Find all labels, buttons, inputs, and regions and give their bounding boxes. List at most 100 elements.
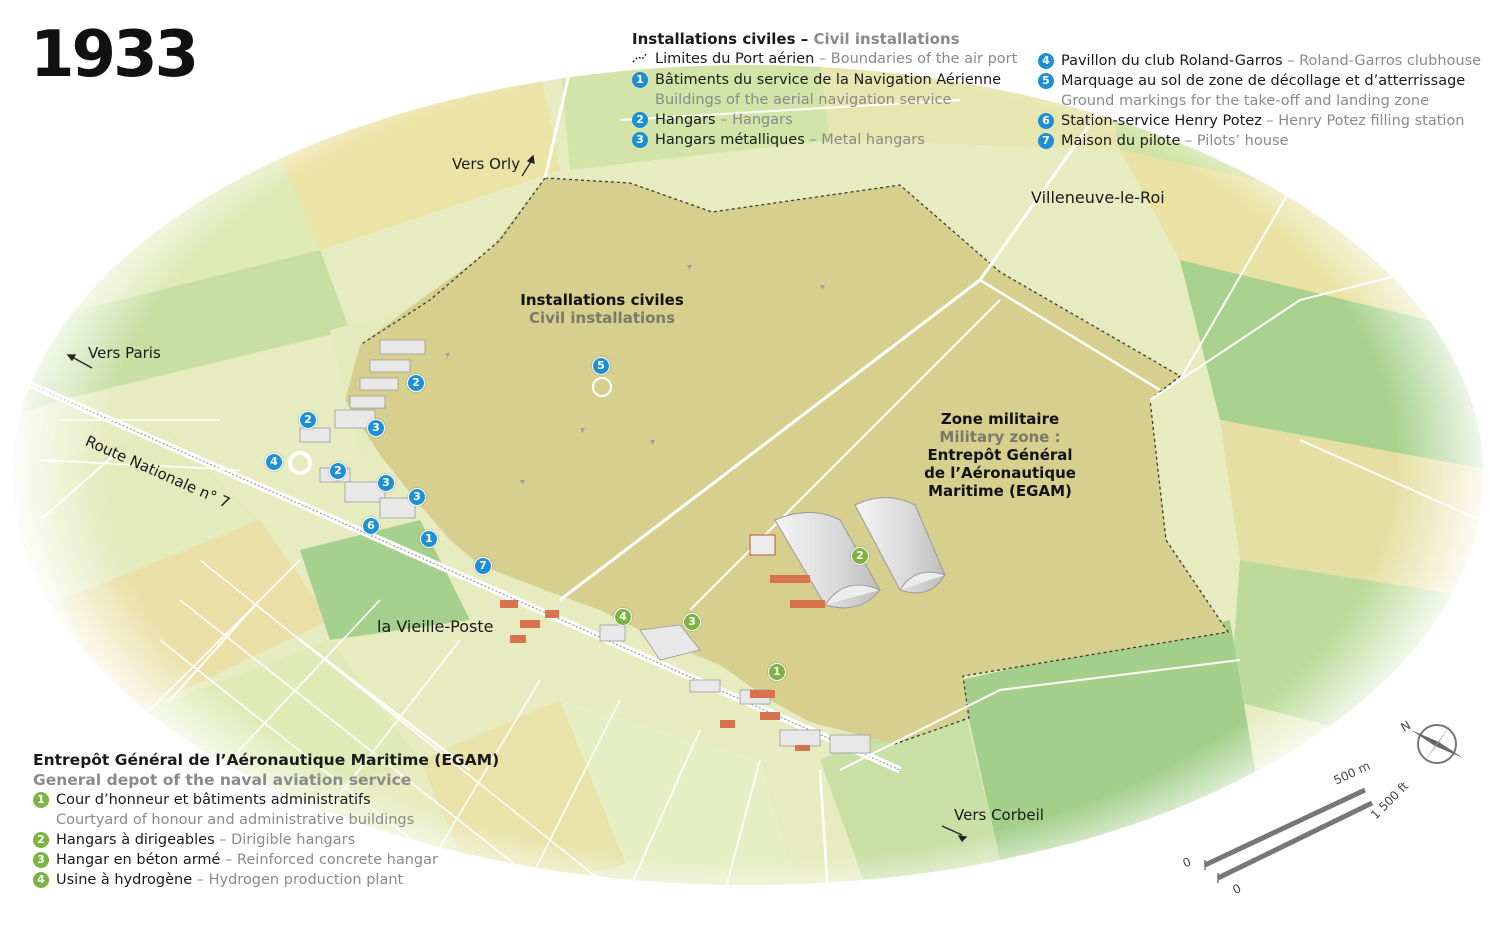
civil-legend-title: Installations civiles – Civil installati… <box>632 29 1017 49</box>
zone-military-en: Military zone : <box>939 428 1061 446</box>
civil-item-6-sep: – <box>1261 113 1279 129</box>
badge-blue-5: 5 <box>1038 73 1054 89</box>
label-vers-orly: Vers Orly <box>452 155 521 173</box>
zone-military-label: Zone militaire Military zone : Entrepôt … <box>880 410 1120 500</box>
civil-item-3-sep: – <box>804 132 822 148</box>
civil-legend-title-sep: – <box>795 30 814 48</box>
civil-item-2-en: Hangars <box>732 112 793 128</box>
badge-blue-1: 1 <box>632 72 648 88</box>
map-marker-egam-4: 4 <box>614 608 632 626</box>
badge-blue-7: 7 <box>1038 133 1054 149</box>
zone-military-line4: de l’Aéronautique <box>924 464 1076 482</box>
badge-green-1: 1 <box>33 792 49 808</box>
egam-item-4-sep: – <box>192 872 209 888</box>
badge-green-3: 3 <box>33 852 49 868</box>
legend-item-civil-3: 3 Hangars métalliques – Metal hangars <box>632 130 1017 150</box>
badge-green-4: 4 <box>33 872 49 888</box>
legend-item-egam-4: 4 Usine à hydrogène – Hydrogen productio… <box>33 870 499 890</box>
scale-zero-a: 0 <box>1181 855 1194 871</box>
egam-item-1-en: Courtyard of honour and administrative b… <box>56 812 415 828</box>
legend-item-egam-2: 2 Hangars à dirigeables – Dirigible hang… <box>33 830 499 850</box>
map-marker-civil-4: 4 <box>265 453 283 471</box>
label-vieille-poste: la Vieille-Poste <box>377 617 494 636</box>
civil-item-3-en: Metal hangars <box>821 132 925 148</box>
badge-blue-6: 6 <box>1038 113 1054 129</box>
map-marker-civil-3b: 3 <box>377 474 395 492</box>
label-vers-corbeil: Vers Corbeil <box>954 806 1044 824</box>
civil-item-7-fr: Maison du pilote <box>1061 133 1181 149</box>
civil-item-1-en: Buildings of the aerial navigation servi… <box>655 92 952 108</box>
egam-item-1-fr: Cour d’honneur et bâtiments administrati… <box>56 792 371 808</box>
badge-blue-2: 2 <box>632 112 648 128</box>
map-marker-civil-7: 7 <box>474 557 492 575</box>
map-marker-civil-6: 6 <box>362 517 380 535</box>
legend-item-civil-1: 1 Bâtiments du service de la Navigation … <box>632 70 1017 110</box>
zone-civil-en: Civil installations <box>528 309 676 327</box>
map-marker-civil-5: 5 <box>592 357 610 375</box>
civil-item-2-sep: – <box>715 112 733 128</box>
badge-green-2: 2 <box>33 832 49 848</box>
legend-item-civil-2: 2 Hangars – Hangars <box>632 110 1017 130</box>
egam-item-3-en: Reinforced concrete hangar <box>236 852 438 868</box>
egam-item-2-sep: – <box>214 832 232 848</box>
egam-item-4-fr: Usine à hydrogène <box>56 872 193 888</box>
civil-item-5-fr: Marquage au sol de zone de décollage et … <box>1061 73 1466 89</box>
compass-rose-icon: N <box>1398 718 1463 764</box>
egam-item-2-en: Dirigible hangars <box>231 832 356 848</box>
legend-item-civil-5: 5 Marquage au sol de zone de décollage e… <box>1038 71 1481 111</box>
map-marker-civil-2a: 2 <box>407 374 425 392</box>
civil-legend-title-en: Civil installations <box>813 30 960 48</box>
egam-item-4-en: Hydrogen production plant <box>208 872 404 888</box>
label-villeneuve: Villeneuve-le-Roi <box>1031 188 1165 207</box>
zone-civil-label: Installations civiles Civil installation… <box>492 291 712 327</box>
map-marker-civil-1: 1 <box>420 530 438 548</box>
civil-item-4-sep: – <box>1282 53 1300 69</box>
civil-item-4-fr: Pavillon du club Roland-Garros <box>1061 53 1283 69</box>
civil-item-6-fr: Station-service Henry Potez <box>1061 113 1262 129</box>
egam-legend-title-fr: Entrepôt Général de l’Aéronautique Marit… <box>33 751 500 769</box>
label-vers-paris: Vers Paris <box>88 344 161 362</box>
map-marker-egam-2: 2 <box>851 547 869 565</box>
boundary-label-en: Boundaries of the air port <box>830 51 1018 67</box>
civil-legend-title-fr: Installations civiles <box>632 30 796 48</box>
direction-arrows <box>66 154 968 843</box>
zone-military-line3: Entrepôt Général <box>927 446 1073 464</box>
civil-item-5-en: Ground markings for the take-off and lan… <box>1061 93 1430 109</box>
zone-military-line5: Maritime (EGAM) <box>928 482 1072 500</box>
civil-item-2-fr: Hangars <box>655 112 716 128</box>
egam-item-3-fr: Hangar en béton armé <box>56 852 221 868</box>
legend-item-civil-4: 4 Pavillon du club Roland-Garros – Rolan… <box>1038 51 1481 71</box>
zone-military-fr: Zone militaire <box>940 410 1060 428</box>
compass-north-label: N <box>1398 718 1413 735</box>
legend-item-boundary: Limites du Port aérien – Boundaries of t… <box>632 49 1017 70</box>
map-marker-egam-3: 3 <box>683 613 701 631</box>
legend-item-civil-6: 6 Station-service Henry Potez – Henry Po… <box>1038 111 1481 131</box>
scale-zero-b: 0 <box>1230 881 1243 897</box>
map-marker-egam-1: 1 <box>768 663 786 681</box>
map-marker-civil-3c: 3 <box>408 488 426 506</box>
scale-imperial-label: 1 500 ft <box>1368 779 1411 822</box>
egam-item-3-sep: – <box>220 852 237 868</box>
civil-legend: Installations civiles – Civil installati… <box>632 29 1017 150</box>
legend-item-egam-3: 3 Hangar en béton armé – Reinforced conc… <box>33 850 499 870</box>
map-marker-civil-2b: 2 <box>299 411 317 429</box>
boundary-sep: – <box>814 51 831 67</box>
boundary-line-icon <box>632 50 648 70</box>
boundary-label-fr: Limites du Port aérien <box>655 51 815 67</box>
civil-item-6-en: Henry Potez filling station <box>1278 113 1465 129</box>
civil-item-1-fr: Bâtiments du service de la Navigation Aé… <box>655 72 1002 88</box>
legend-item-civil-7: 7 Maison du pilote – Pilots’ house <box>1038 131 1481 151</box>
badge-blue-3: 3 <box>632 132 648 148</box>
map-marker-civil-2c: 2 <box>329 462 347 480</box>
year-title: 1933 <box>30 18 199 92</box>
civil-item-7-en: Pilots’ house <box>1196 133 1289 149</box>
civil-legend-column-2: 4 Pavillon du club Roland-Garros – Rolan… <box>1038 51 1481 151</box>
civil-item-3-fr: Hangars métalliques <box>655 132 805 148</box>
scale-metric-label: 500 m <box>1332 759 1373 788</box>
egam-item-2-fr: Hangars à dirigeables <box>56 832 215 848</box>
egam-legend-title-en: General depot of the naval aviation serv… <box>33 771 412 789</box>
civil-item-7-sep: – <box>1180 133 1197 149</box>
egam-legend: Entrepôt Général de l’Aéronautique Marit… <box>33 750 499 890</box>
civil-item-4-en: Roland-Garros clubhouse <box>1299 53 1482 69</box>
